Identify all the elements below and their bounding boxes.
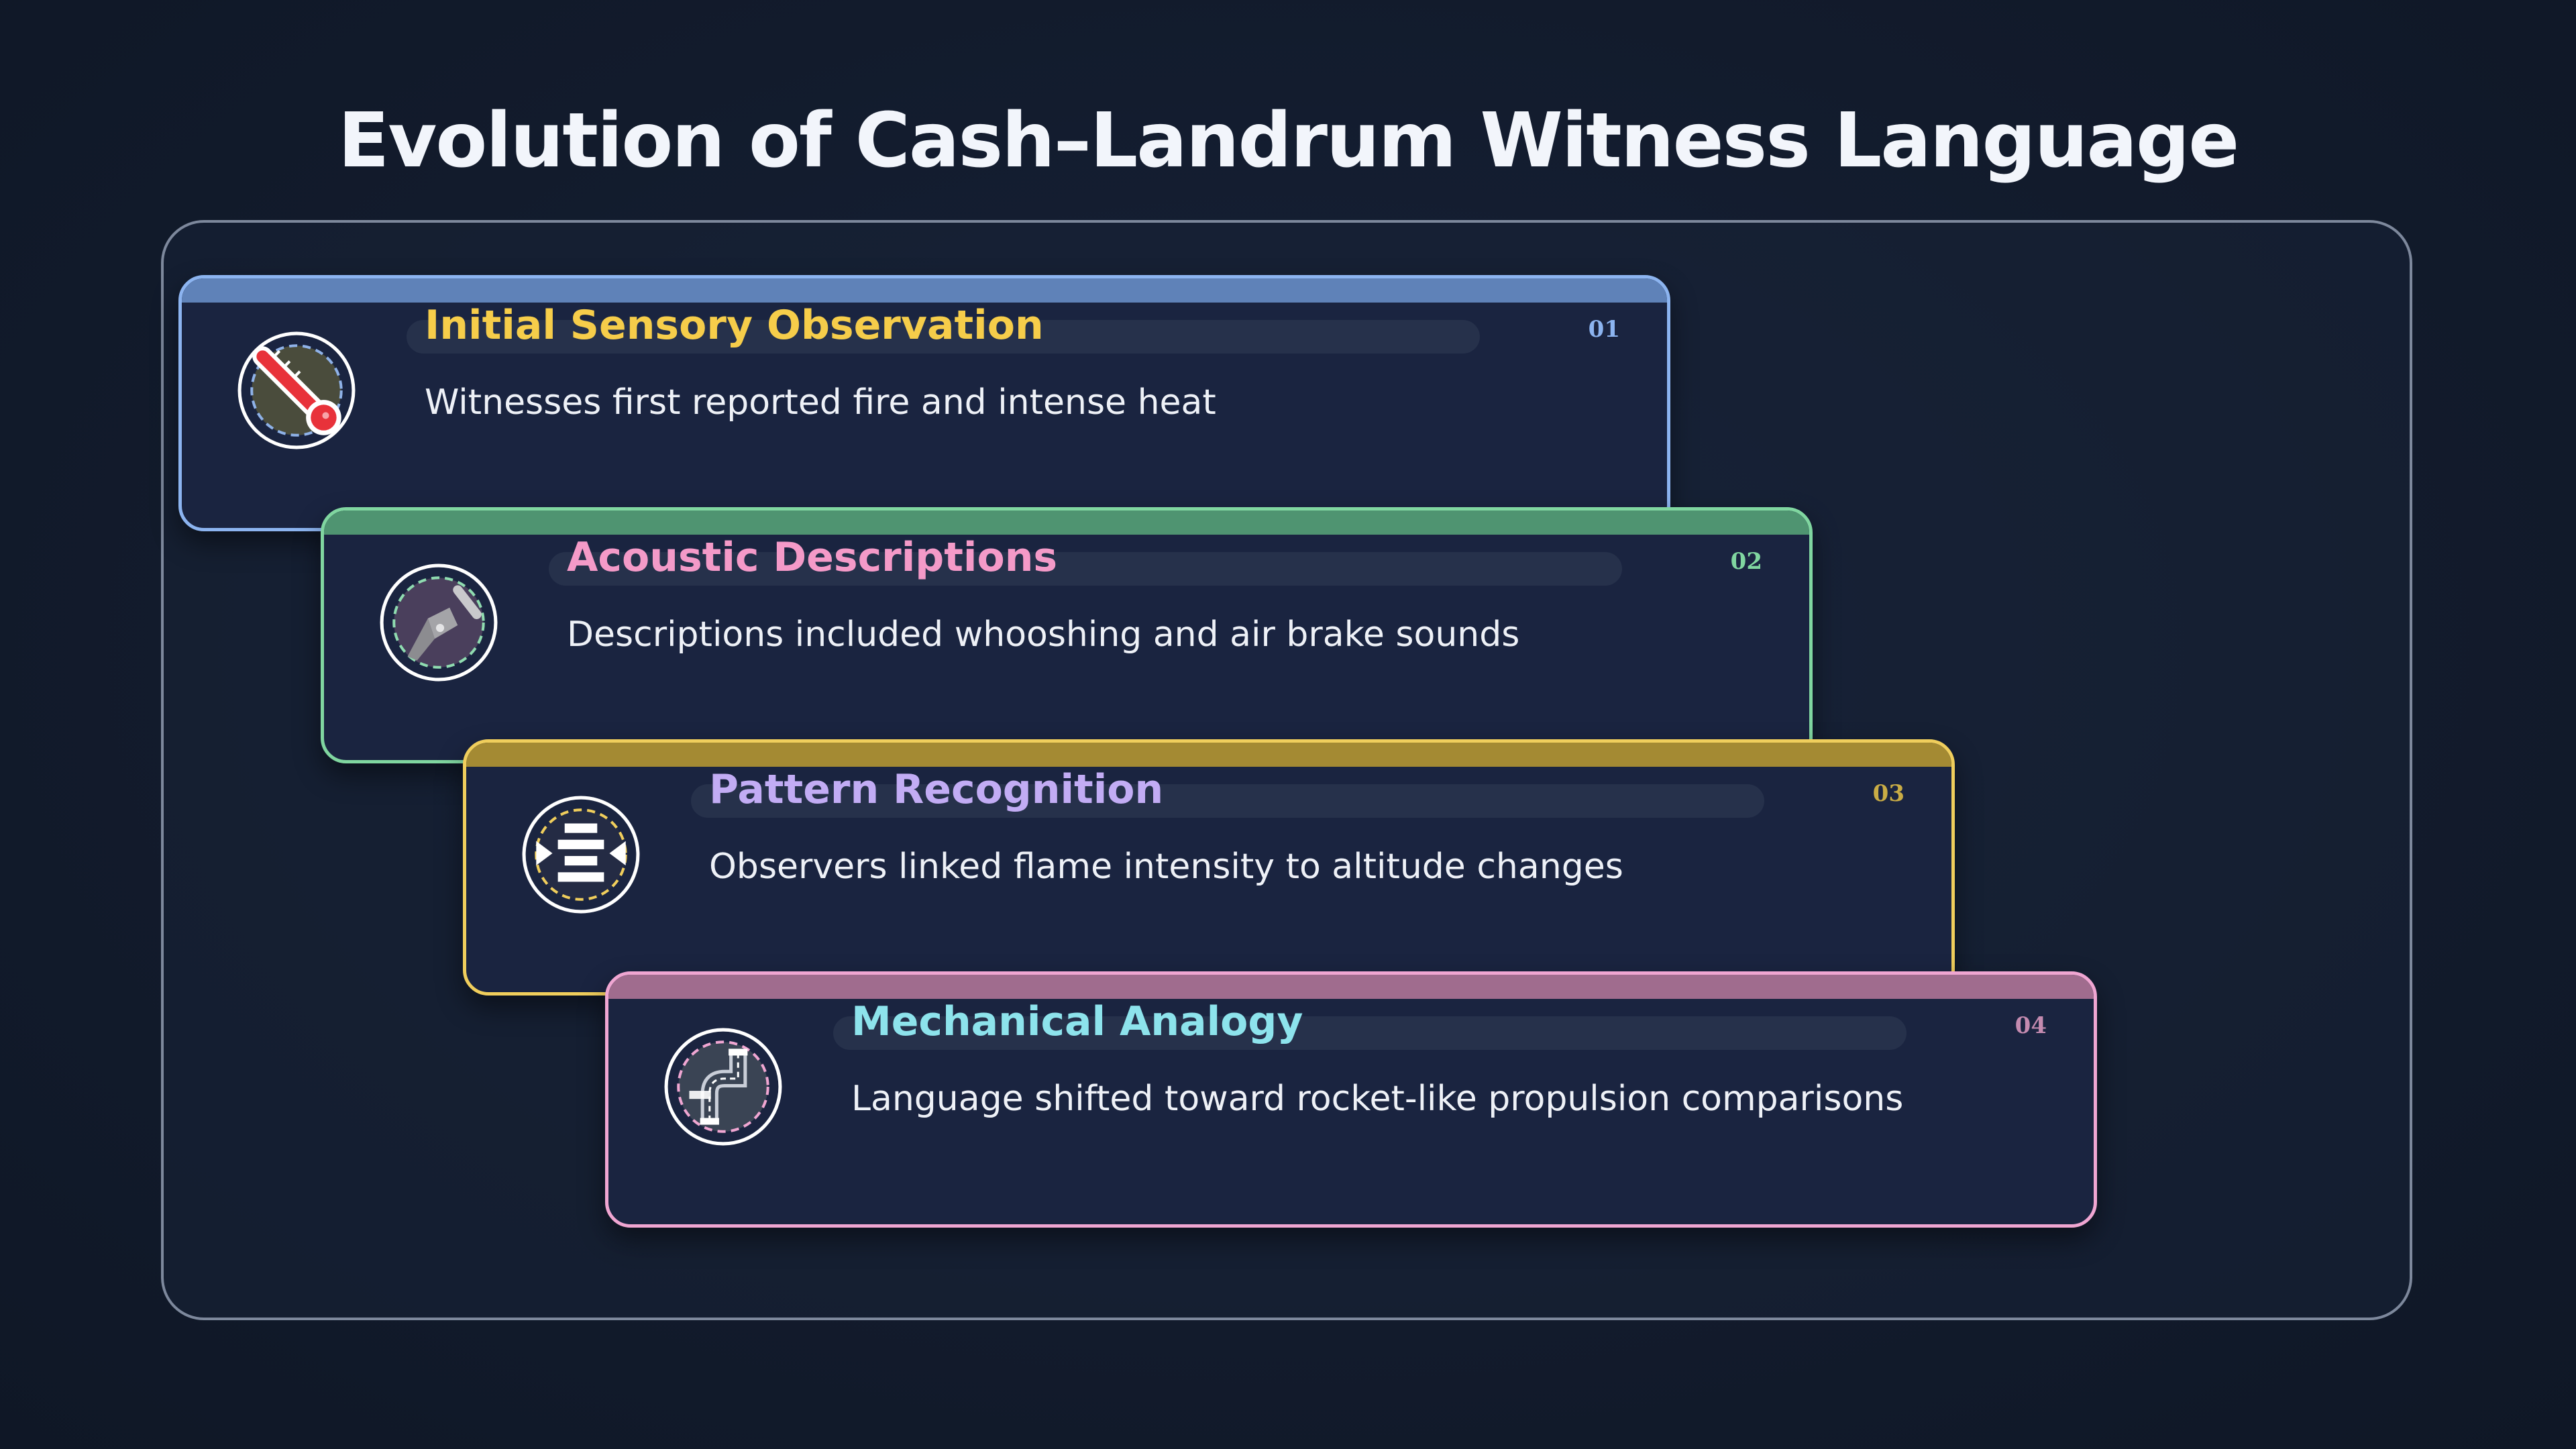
card-title: Mechanical Analogy [851,998,1303,1045]
page-title: Evolution of Cash–Landrum Witness Langua… [337,97,2239,184]
title-track [691,784,1764,818]
thermometer-icon [237,331,356,449]
title-track [549,552,1622,586]
step-card-2: Acoustic Descriptions Descriptions inclu… [321,507,1813,763]
card-header-bar [182,278,1667,303]
card-number: 03 [1872,780,1904,807]
pipe-icon [664,1028,782,1146]
title-track [407,320,1480,354]
step-card-3: Pattern Recognition Observers linked fla… [463,739,1955,996]
card-title: Acoustic Descriptions [567,534,1058,581]
card-number: 02 [1730,548,1762,575]
card-description: Language shifted toward rocket-like prop… [851,1079,1904,1119]
card-description: Observers linked flame intensity to alti… [709,847,1623,887]
card-number: 04 [2015,1012,2047,1039]
card-description: Descriptions included whooshing and air … [567,614,1520,655]
pipette-icon [380,564,498,682]
card-header-bar [324,511,1809,535]
step-card-4: Mechanical Analogy Language shifted towa… [605,971,2097,1228]
card-title: Pattern Recognition [709,766,1164,813]
title-track [833,1016,1907,1050]
card-header-bar [466,743,1951,767]
card-description: Witnesses first reported fire and intens… [425,382,1216,423]
step-card-1: Initial Sensory Observation Witnesses fi… [178,275,1670,531]
card-title: Initial Sensory Observation [425,302,1044,349]
card-header-bar [608,975,2094,999]
card-number: 01 [1588,316,1620,343]
align-center-icon [522,796,640,914]
